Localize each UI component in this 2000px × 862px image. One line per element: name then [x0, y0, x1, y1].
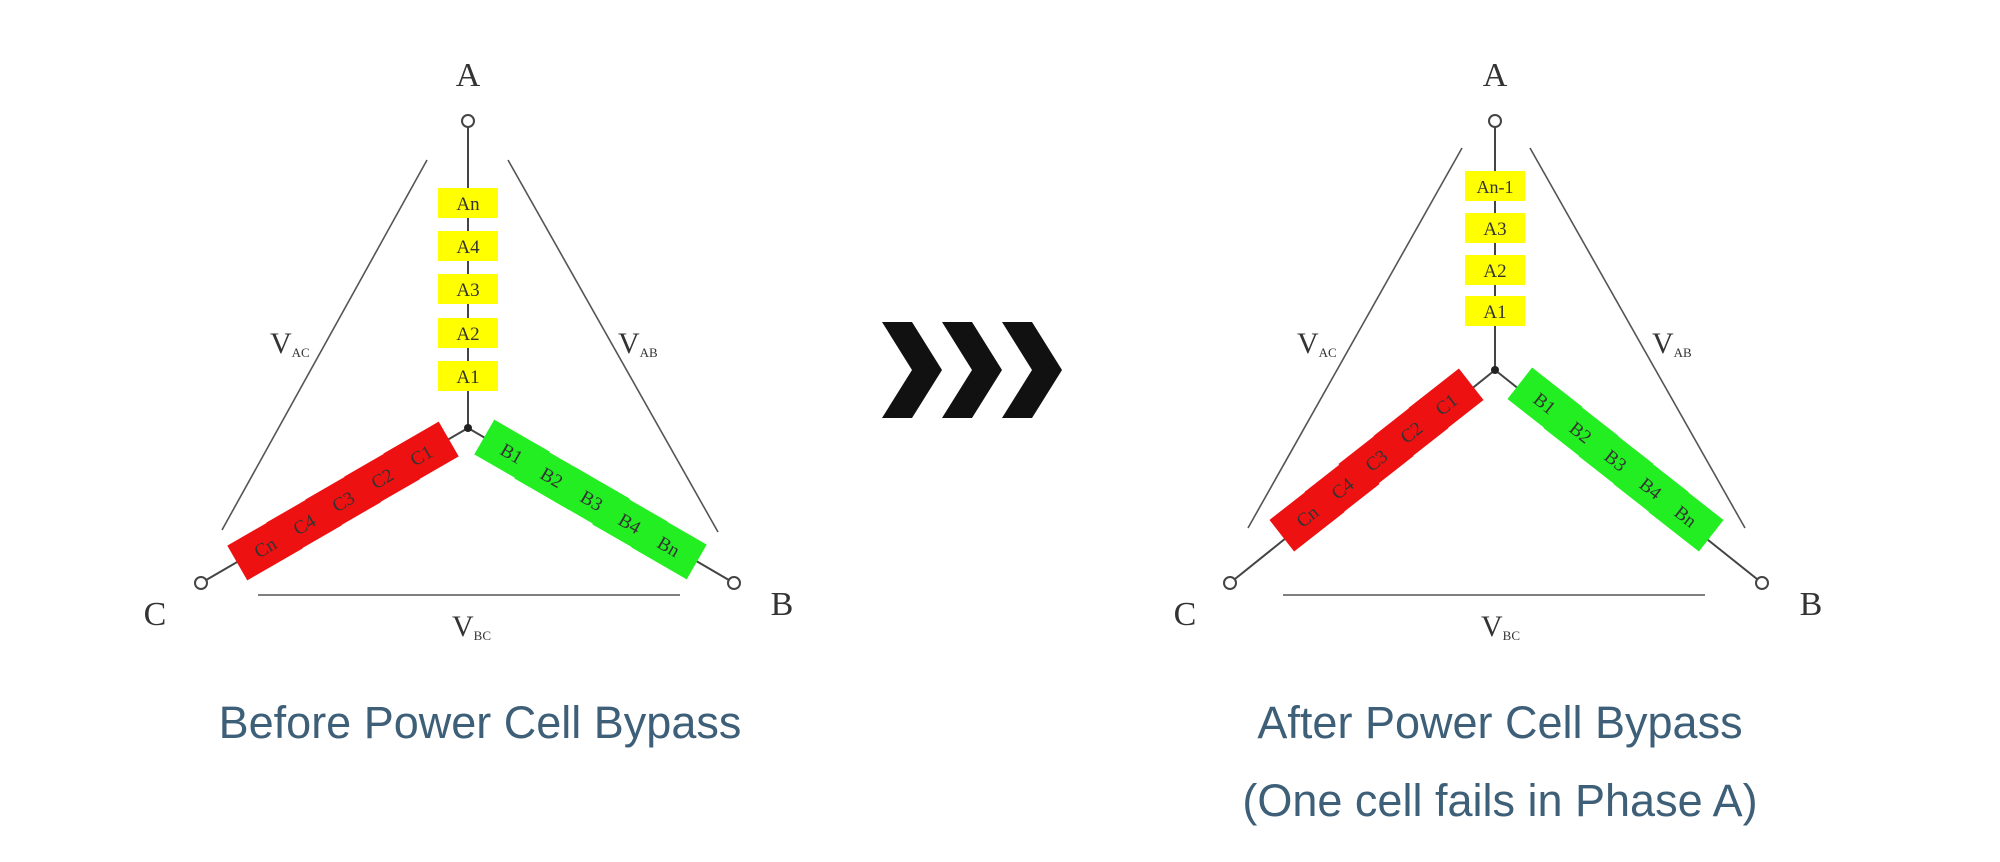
phase-b-cell: Bn	[1648, 480, 1724, 552]
voltage-label-ab-main: V	[1652, 327, 1674, 360]
vac-line	[221, 159, 428, 531]
cell-label: A3	[456, 280, 479, 301]
cell-label: An-1	[1477, 177, 1514, 197]
phase-a-cell: A2	[1465, 255, 1525, 285]
node-label-b: B	[771, 586, 794, 623]
after-caption-line1: After Power Cell Bypass	[1257, 697, 1743, 748]
terminal-c	[1223, 576, 1237, 590]
vab-line	[1529, 147, 1746, 529]
voltage-label-bc-sub: BC	[1503, 628, 1520, 643]
node-label-a: A	[456, 57, 481, 94]
vab-line	[507, 159, 719, 533]
chevron-1	[882, 322, 942, 418]
chevron-3	[1002, 322, 1062, 418]
phase-b-cell: Bn	[631, 512, 707, 580]
cell-label: A4	[456, 237, 480, 258]
phase-c-cell: Cn	[1269, 480, 1345, 552]
cell-label: A1	[456, 367, 479, 388]
voltage-label-ab: VAB	[618, 327, 658, 360]
phase-a-cell: An	[438, 188, 498, 218]
voltage-label-ac-main: V	[270, 327, 292, 360]
phase-a-cell: A2	[438, 318, 498, 348]
cell-label: A2	[1483, 261, 1506, 282]
terminal-c	[194, 576, 208, 590]
before-caption-text: Before Power Cell Bypass	[218, 697, 742, 748]
triple-chevron-right-icon	[882, 322, 1062, 418]
vac-line	[1247, 147, 1463, 529]
phase-a-cell: A1	[438, 361, 498, 391]
node-label-c: C	[144, 596, 167, 633]
voltage-label-bc: VBC	[1481, 610, 1520, 643]
node-label-b: B	[1800, 586, 1823, 623]
phase-a-cell: A3	[438, 274, 498, 304]
phase-a-cell: An-1	[1465, 171, 1525, 201]
voltage-label-ac: VAC	[270, 327, 310, 360]
terminal-b	[727, 576, 741, 590]
after-diagram: A B C VAC VAB VBC An-1 A3 A2 A1	[1174, 57, 1823, 643]
neutral-point	[1491, 366, 1499, 374]
after-caption-line2: (One cell fails in Phase A)	[1242, 775, 1758, 826]
cell-label: A3	[1483, 219, 1506, 240]
node-label-c: C	[1174, 596, 1197, 633]
phase-a-cell: A1	[1465, 296, 1525, 326]
terminal-a	[461, 114, 475, 128]
terminal-b	[1755, 576, 1769, 590]
terminal-a	[1488, 114, 1502, 128]
phase-a-cell: A4	[438, 231, 498, 261]
voltage-label-ab-main: V	[618, 327, 640, 360]
voltage-label-bc-sub: BC	[474, 628, 491, 643]
voltage-label-ac: VAC	[1297, 327, 1337, 360]
voltage-label-ac-sub: AC	[292, 345, 310, 360]
cell-label: An	[456, 194, 480, 215]
voltage-label-ab-sub: AB	[640, 345, 658, 360]
voltage-label-ab-sub: AB	[1674, 345, 1692, 360]
neutral-point	[464, 424, 472, 432]
node-label-a: A	[1483, 57, 1508, 94]
voltage-label-ac-main: V	[1297, 327, 1319, 360]
cell-label: A1	[1483, 302, 1506, 323]
before-caption: Before Power Cell Bypass	[140, 684, 820, 762]
voltage-label-ac-sub: AC	[1319, 345, 1337, 360]
before-diagram: A B C VAC VAB VBC An A4 A3 A2	[144, 57, 794, 643]
phase-a-cell: A3	[1465, 213, 1525, 243]
voltage-label-ab: VAB	[1652, 327, 1692, 360]
voltage-label-bc: VBC	[452, 610, 491, 643]
voltage-label-bc-main: V	[1481, 610, 1503, 643]
after-caption: After Power Cell Bypass (One cell fails …	[1160, 684, 1840, 840]
cell-label: A2	[456, 324, 479, 345]
phase-c-cell: Cn	[227, 513, 303, 581]
chevron-2	[942, 322, 1002, 418]
voltage-label-bc-main: V	[452, 610, 474, 643]
